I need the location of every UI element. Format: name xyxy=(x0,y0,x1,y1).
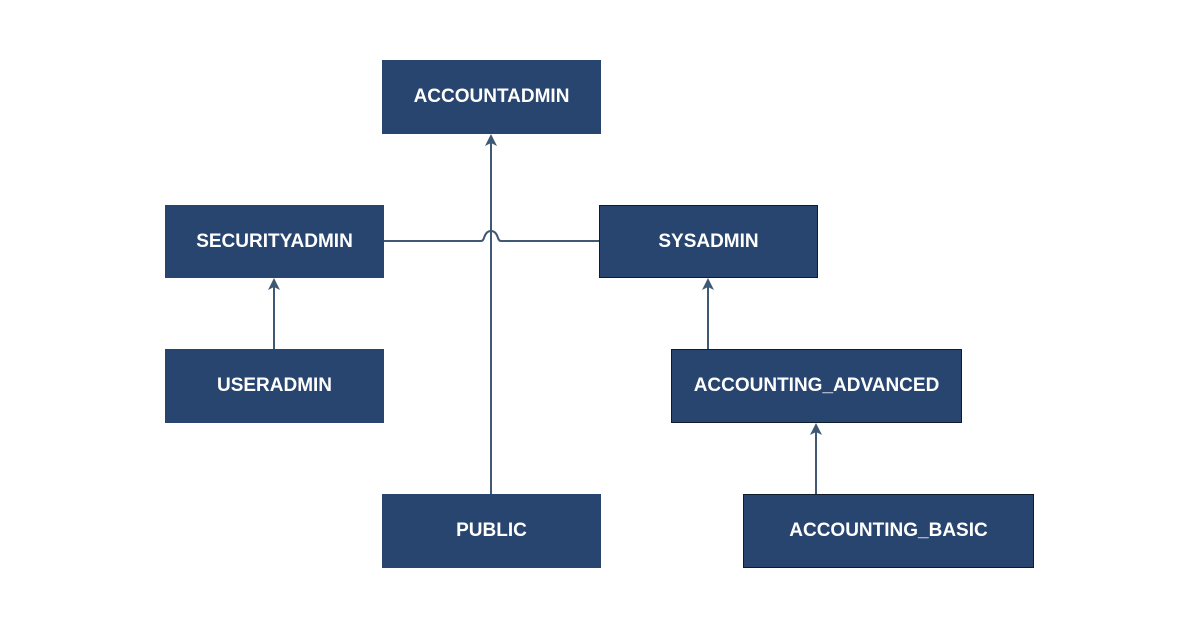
role-label-securityadmin: SECURITYADMIN xyxy=(196,230,353,252)
edge-securityadmin-sysadmin xyxy=(384,229,599,242)
role-label-accounting-basic: ACCOUNTING_BASIC xyxy=(789,520,988,541)
role-node-securityadmin: SECURITYADMIN xyxy=(165,205,384,278)
role-label-sysadmin: SYSADMIN xyxy=(658,230,759,252)
role-label-useradmin: USERADMIN xyxy=(216,375,333,396)
role-label-accountadmin: ACCOUNTADMIN xyxy=(413,86,570,107)
role-node-accounting-advanced: ACCOUNTING_ADVANCED xyxy=(671,349,962,423)
role-node-useradmin: USERADMIN xyxy=(165,349,384,423)
role-label-accounting-advanced: ACCOUNTING_ADVANCED xyxy=(693,375,940,396)
role-node-accounting-basic: ACCOUNTING_BASIC xyxy=(743,494,1034,568)
role-label-public: PUBLIC xyxy=(456,520,527,541)
role-node-accountadmin: ACCOUNTADMIN xyxy=(382,60,601,134)
role-node-public: PUBLIC xyxy=(382,494,601,568)
role-node-sysadmin: SYSADMIN xyxy=(599,205,818,278)
